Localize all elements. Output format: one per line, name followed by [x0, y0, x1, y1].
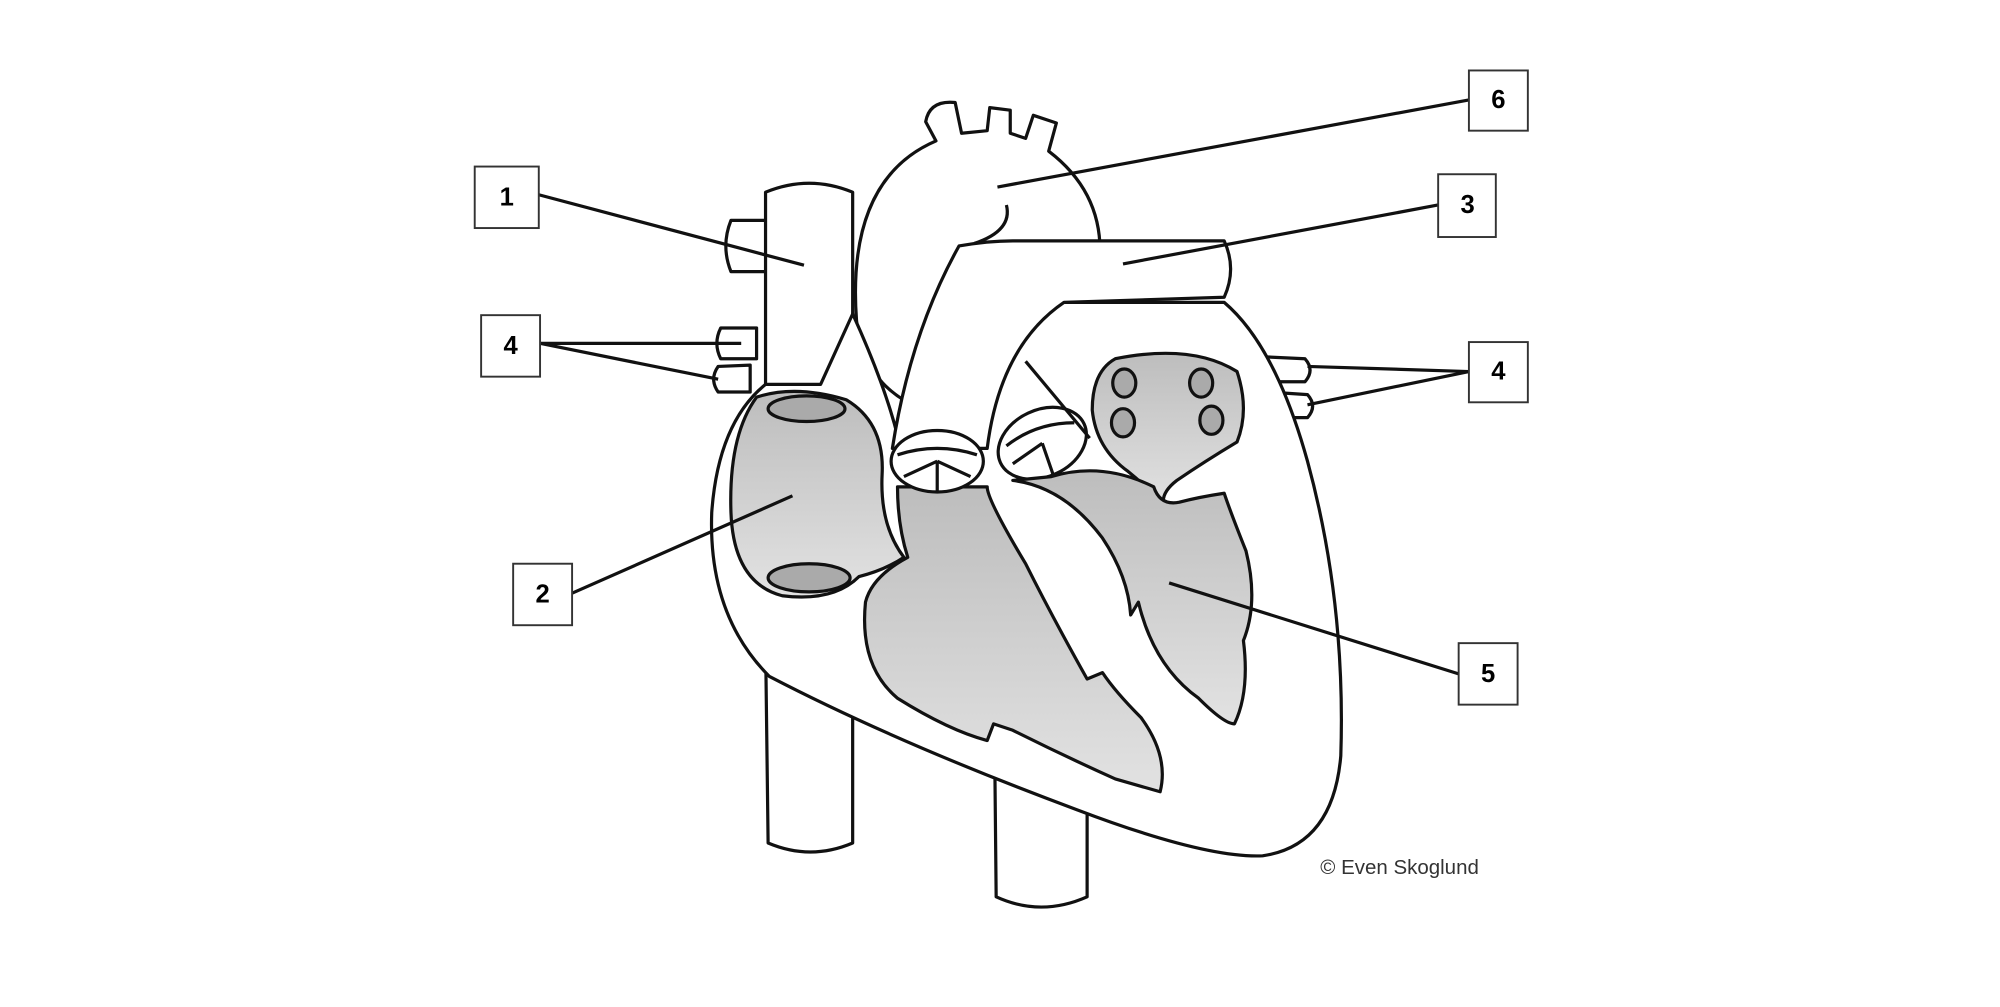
superior-vena-cava [763, 181, 855, 385]
label-1: 1 [473, 165, 540, 230]
aortic-valve [996, 405, 1088, 481]
pulmonary-valve [889, 428, 985, 494]
label-text: 4 [503, 332, 518, 360]
label-text: 3 [1461, 191, 1475, 219]
label-3: 3 [1437, 173, 1497, 238]
left-atrium [1090, 351, 1245, 508]
septum-line [1024, 360, 1091, 440]
label-text: 2 [535, 580, 549, 608]
right-ventricle [863, 485, 1164, 794]
leader-lines [538, 98, 1470, 676]
label-6: 6 [1467, 69, 1529, 132]
pulmonary-trunk [890, 239, 1233, 451]
right-atrium [729, 389, 906, 599]
left-ventricle [1011, 469, 1254, 726]
label-4-left: 4 [480, 314, 542, 378]
label-text: 5 [1481, 660, 1495, 688]
label-text: 6 [1491, 86, 1505, 114]
label-text: 1 [500, 183, 514, 211]
label-4-right: 4 [1467, 341, 1529, 404]
label-2: 2 [512, 562, 574, 627]
copyright-text: © Even Skoglund [1320, 856, 1479, 879]
label-text: 4 [1491, 358, 1506, 386]
label-5: 5 [1457, 642, 1519, 706]
